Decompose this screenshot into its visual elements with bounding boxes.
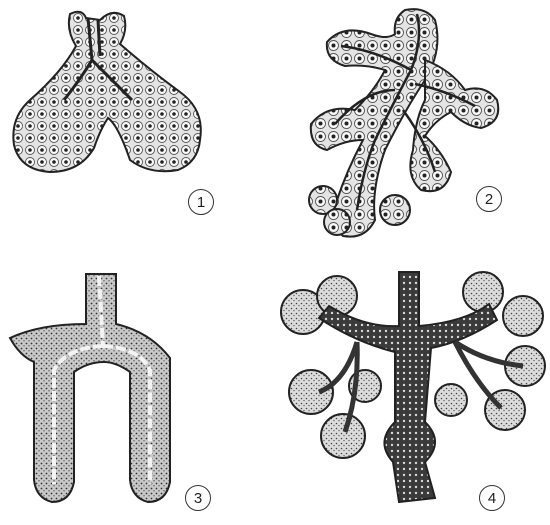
panel-4-badge: 4 [479, 485, 505, 511]
panel-1-badge: 1 [188, 189, 214, 215]
panel-1-drawing [0, 0, 275, 262]
panel-2-badge: 2 [476, 186, 502, 212]
bud-1-outline [13, 12, 201, 172]
panel-4-number: 4 [488, 490, 496, 507]
panel-4-drawing [275, 262, 550, 525]
panel-2-number: 2 [485, 191, 493, 208]
panel-3-number: 3 [194, 490, 202, 507]
panel-3-badge: 3 [185, 485, 211, 511]
gland-3-wall [10, 274, 170, 502]
panel-3-drawing [0, 262, 275, 525]
panel-1-number: 1 [197, 194, 205, 211]
panel-2-drawing [275, 0, 550, 262]
